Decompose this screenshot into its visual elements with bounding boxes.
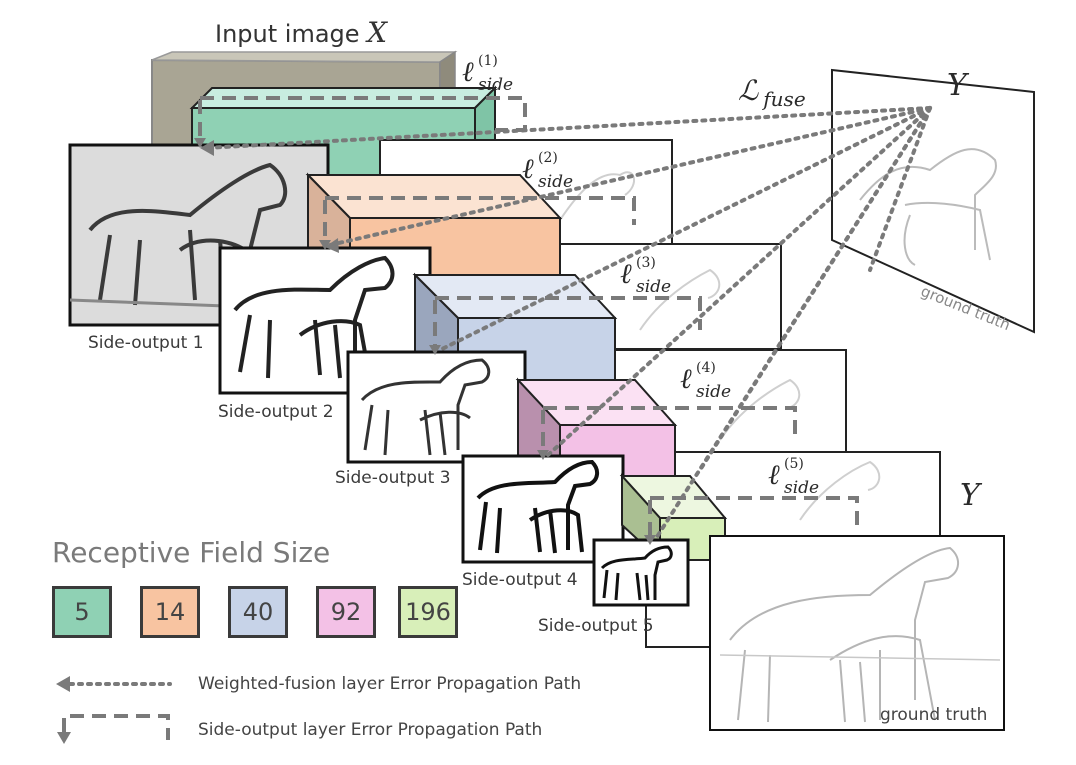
fusion-arrowheads — [200, 140, 339, 253]
ground-truth-label-bottom: ground truth — [880, 705, 988, 725]
side-loss-1-sup: (1) — [478, 53, 498, 69]
side-loss-3-sup: (3) — [636, 255, 656, 271]
loss-fuse-sub: fuse — [763, 87, 806, 111]
loss-fuse: ℒ fuse — [738, 74, 818, 114]
side-output-5-image — [592, 538, 690, 607]
side-output-5-label: Side-output 5 — [538, 616, 654, 636]
side-loss-5-sup: (5) — [784, 456, 804, 472]
side-output-paths — [198, 96, 859, 535]
side-output-3-label: Side-output 3 — [335, 468, 451, 488]
input-image-label: Input image X — [215, 16, 387, 49]
side-loss-5-symbol: ℓ — [768, 458, 780, 491]
side-loss-4-sub: side — [696, 382, 732, 402]
side-output-4-label: Side-output 4 — [462, 570, 578, 590]
fusion-paths — [203, 106, 932, 542]
legend-side-text: Side-output layer Error Propagation Path — [198, 720, 543, 740]
side-path-arrowheads — [194, 138, 656, 545]
legend-fusion-text: Weighted-fusion layer Error Propagation … — [198, 674, 582, 694]
receptive-field-title: Receptive Field Size — [52, 536, 331, 569]
target-var-top: Y — [947, 68, 967, 103]
side-loss-4-sup: (4) — [696, 360, 716, 376]
side-loss-5: ℓ (5) side — [768, 456, 848, 504]
side-loss-1: ℓ (1) side — [462, 53, 542, 101]
rf-box-196: 196 — [398, 586, 458, 638]
side-loss-2: ℓ (2) side — [522, 150, 602, 198]
rf-box-40: 40 — [228, 586, 288, 638]
side-loss-4-symbol: ℓ — [680, 362, 692, 395]
loss-fuse-symbol: ℒ — [738, 74, 759, 107]
rf-box-5: 5 — [52, 586, 112, 638]
side-loss-4: ℓ (4) side — [680, 360, 760, 408]
side-output-3-image — [346, 350, 527, 464]
input-var: X — [367, 16, 388, 49]
side-output-1-image — [68, 143, 330, 327]
ground-truth-panel-top — [831, 68, 1035, 334]
side-loss-1-symbol: ℓ — [462, 55, 474, 88]
side-loss-5-sub: side — [784, 478, 820, 498]
input-image-text: Input image — [215, 20, 360, 48]
rf-box-92: 92 — [316, 586, 376, 638]
side-output-1-label: Side-output 1 — [88, 333, 204, 353]
side-loss-3-symbol: ℓ — [620, 257, 632, 290]
side-loss-1-sub: side — [478, 75, 514, 95]
side-output-2-label: Side-output 2 — [218, 402, 334, 422]
target-var-bottom: Y — [960, 478, 980, 513]
side-loss-2-sup: (2) — [538, 150, 558, 166]
side-loss-2-symbol: ℓ — [522, 152, 534, 185]
ground-truth-panel-bottom — [709, 535, 1005, 731]
rf-box-14: 14 — [140, 586, 200, 638]
side-loss-2-sub: side — [538, 172, 574, 192]
legend-samples — [56, 676, 172, 744]
side-loss-3: ℓ (3) side — [620, 255, 700, 303]
side-loss-3-sub: side — [636, 277, 672, 297]
